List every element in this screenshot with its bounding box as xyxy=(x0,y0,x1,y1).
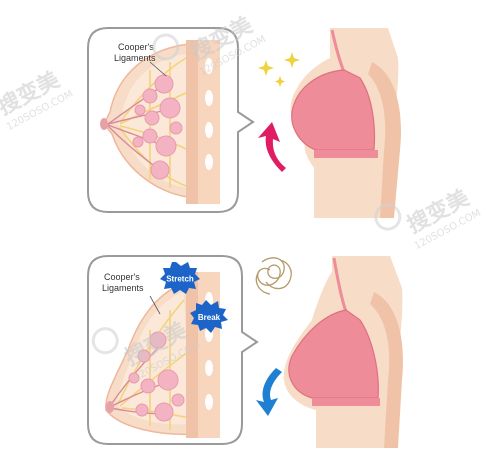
top-ligament-label-line1: Cooper's xyxy=(118,42,154,52)
break-burst-shape xyxy=(190,300,228,333)
top-torso xyxy=(290,28,401,218)
bottom-ligament-label-line2: Ligaments xyxy=(102,283,144,293)
watermark-logo-icon xyxy=(374,203,402,231)
bottom-torso xyxy=(283,256,403,448)
stretch-burst-badge: Stretch xyxy=(160,262,200,294)
break-burst-badge: Break xyxy=(190,300,228,333)
top-nipple xyxy=(100,118,108,130)
stretch-burst-shape xyxy=(160,262,200,294)
bottom-bra-strap xyxy=(332,257,348,313)
watermark-logo-icon xyxy=(152,33,180,61)
bottom-bra-cup xyxy=(288,309,379,399)
break-label: Break xyxy=(198,313,221,322)
top-ligament-label-line2: Ligaments xyxy=(114,53,156,63)
top-lobules xyxy=(132,74,183,180)
bottom-label-pointer xyxy=(149,295,161,315)
watermark-left: 搜变美 120SOSO.COM xyxy=(0,66,75,133)
sparkle-icons xyxy=(258,52,300,87)
top-ribs xyxy=(205,58,213,170)
lift-up-arrow-icon xyxy=(258,122,286,172)
stretch-label: Stretch xyxy=(166,275,194,284)
bottom-arm xyxy=(370,292,403,448)
top-label-pointer xyxy=(149,61,167,77)
bottom-lobules xyxy=(128,331,185,422)
sparkle-icon xyxy=(275,76,285,87)
tangle-squiggle-icon xyxy=(255,257,292,295)
top-breast-cross-section xyxy=(100,40,220,204)
sparkle-icon xyxy=(284,52,300,68)
top-bra-band xyxy=(314,150,378,158)
bottom-nipple xyxy=(106,401,114,413)
bottom-breast-inner xyxy=(117,292,190,425)
top-arm xyxy=(368,62,401,218)
top-bra-strap xyxy=(330,29,346,73)
sparkle-icon xyxy=(258,60,274,76)
bottom-bra-band xyxy=(312,398,380,406)
top-panel: Cooper's Ligaments xyxy=(87,27,255,213)
top-bra-cup xyxy=(291,69,376,151)
bottom-ligament-label-line1: Cooper's xyxy=(104,272,140,282)
top-muscle-band xyxy=(186,40,198,204)
sag-down-arrow-icon xyxy=(256,368,282,416)
watermark-logo-icon xyxy=(91,327,119,355)
bottom-panel: Cooper's Ligaments Stretch Break xyxy=(87,255,259,445)
